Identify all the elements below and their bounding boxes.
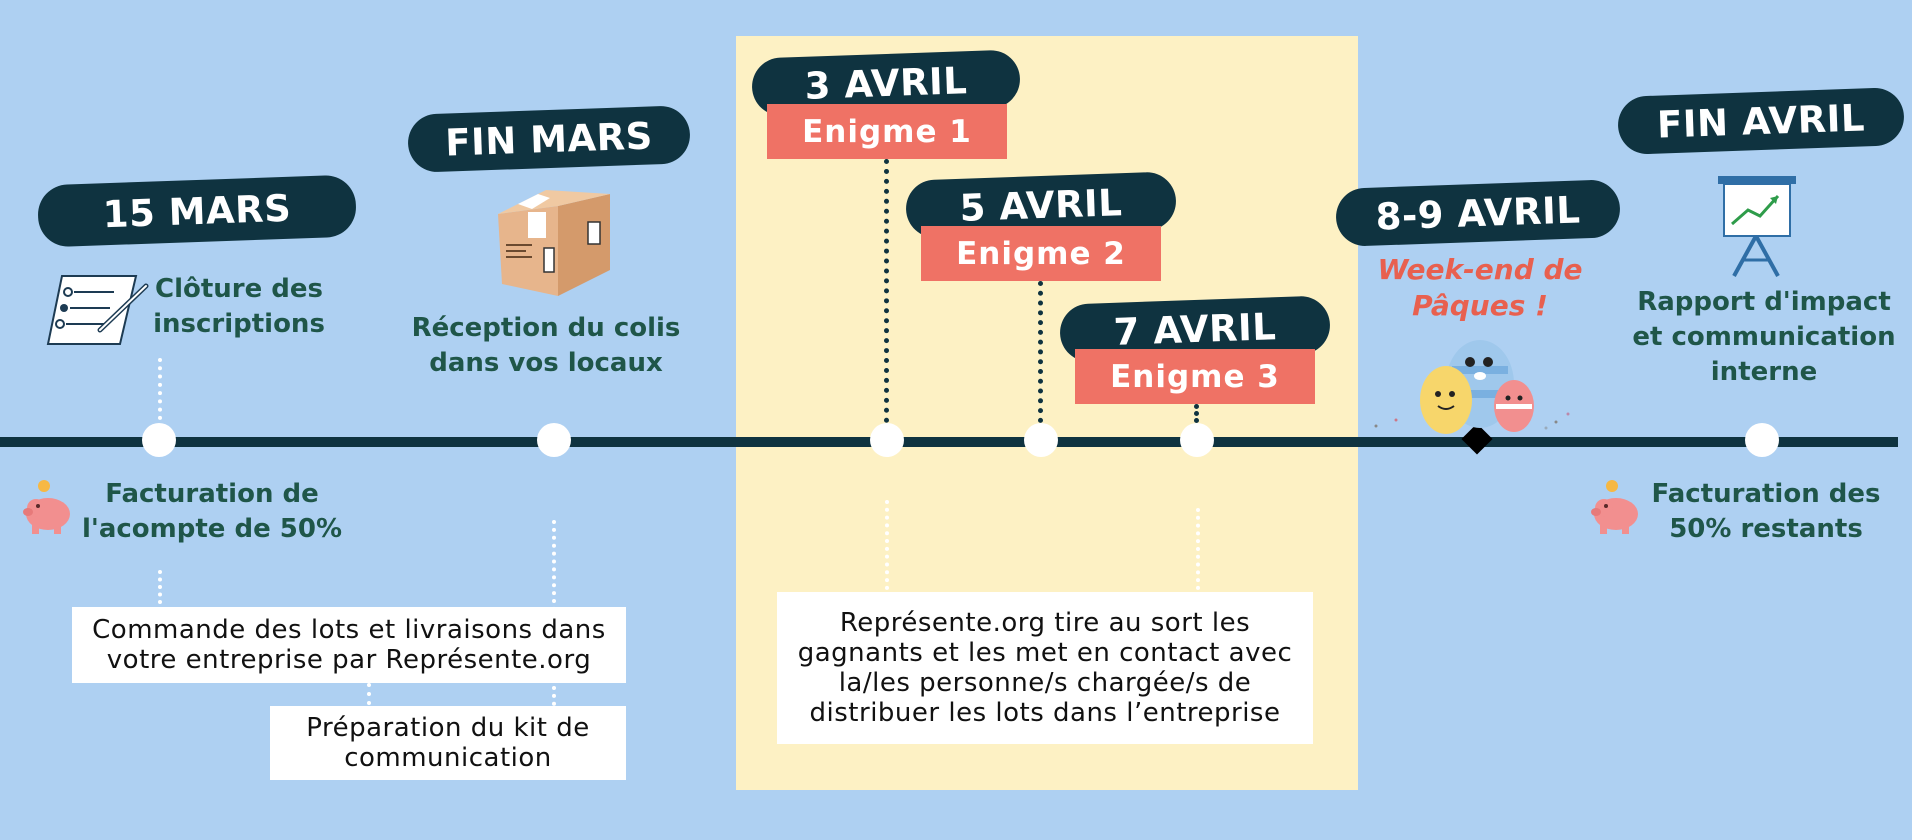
timeline-node-15-mars	[142, 423, 176, 457]
tag-enigme-3: Enigme 3	[1075, 349, 1315, 404]
timeline-node-fin-mars	[537, 423, 571, 457]
connector-15-mars-up	[158, 358, 162, 420]
piggy-bank-icon	[1588, 478, 1644, 536]
timeline-node-fin-avril	[1745, 423, 1779, 457]
timeline-node-5-avril	[1024, 423, 1058, 457]
connector-3-avril	[884, 159, 889, 423]
easter-eggs-icon	[1356, 336, 1588, 438]
checklist-icon	[44, 272, 154, 348]
connector-5-avril	[1038, 281, 1043, 423]
connector-15-mars-down	[158, 570, 162, 604]
connector-7-avril-down	[1196, 508, 1200, 590]
piggy-bank-icon	[20, 478, 76, 536]
box-commande-lots: Commande des lots et livraisons dans vot…	[72, 607, 626, 683]
label-reception-colis: Réception du colis dans vos locaux	[411, 313, 681, 378]
timeline-node-7-avril	[1180, 423, 1214, 457]
box-tirage-au-sort: Représente.org tire au sort les gagnants…	[777, 592, 1313, 744]
tag-enigme-1: Enigme 1	[767, 104, 1007, 159]
label-rapport-impact: Rapport d'impact et communication intern…	[1632, 287, 1896, 387]
timeline-node-3-avril	[870, 423, 904, 457]
label-week-end-paques: Week-end de Pâques !	[1377, 253, 1583, 322]
presentation-chart-icon	[1714, 170, 1800, 280]
connector-3-avril-down	[885, 500, 889, 590]
label-cloture-inscriptions: Clôture des inscriptions	[153, 274, 325, 339]
tag-enigme-2: Enigme 2	[921, 226, 1161, 281]
box-preparation-kit: Préparation du kit de communication	[270, 706, 626, 780]
label-facturation-restants: Facturation des 50% restants	[1651, 479, 1881, 544]
date-pill-15-mars: 15 MARS	[37, 174, 357, 248]
date-pill-fin-mars: FIN MARS	[407, 105, 691, 173]
timeline-line	[0, 437, 1898, 447]
package-box-icon	[488, 186, 614, 300]
date-pill-fin-avril: FIN AVRIL	[1617, 87, 1905, 155]
connector-7-avril	[1194, 404, 1199, 423]
date-pill-8-9-avril: 8-9 AVRIL	[1335, 179, 1621, 247]
label-facturation-acompte: Facturation de l'acompte de 50%	[81, 479, 343, 544]
connector-preparation	[367, 683, 371, 705]
